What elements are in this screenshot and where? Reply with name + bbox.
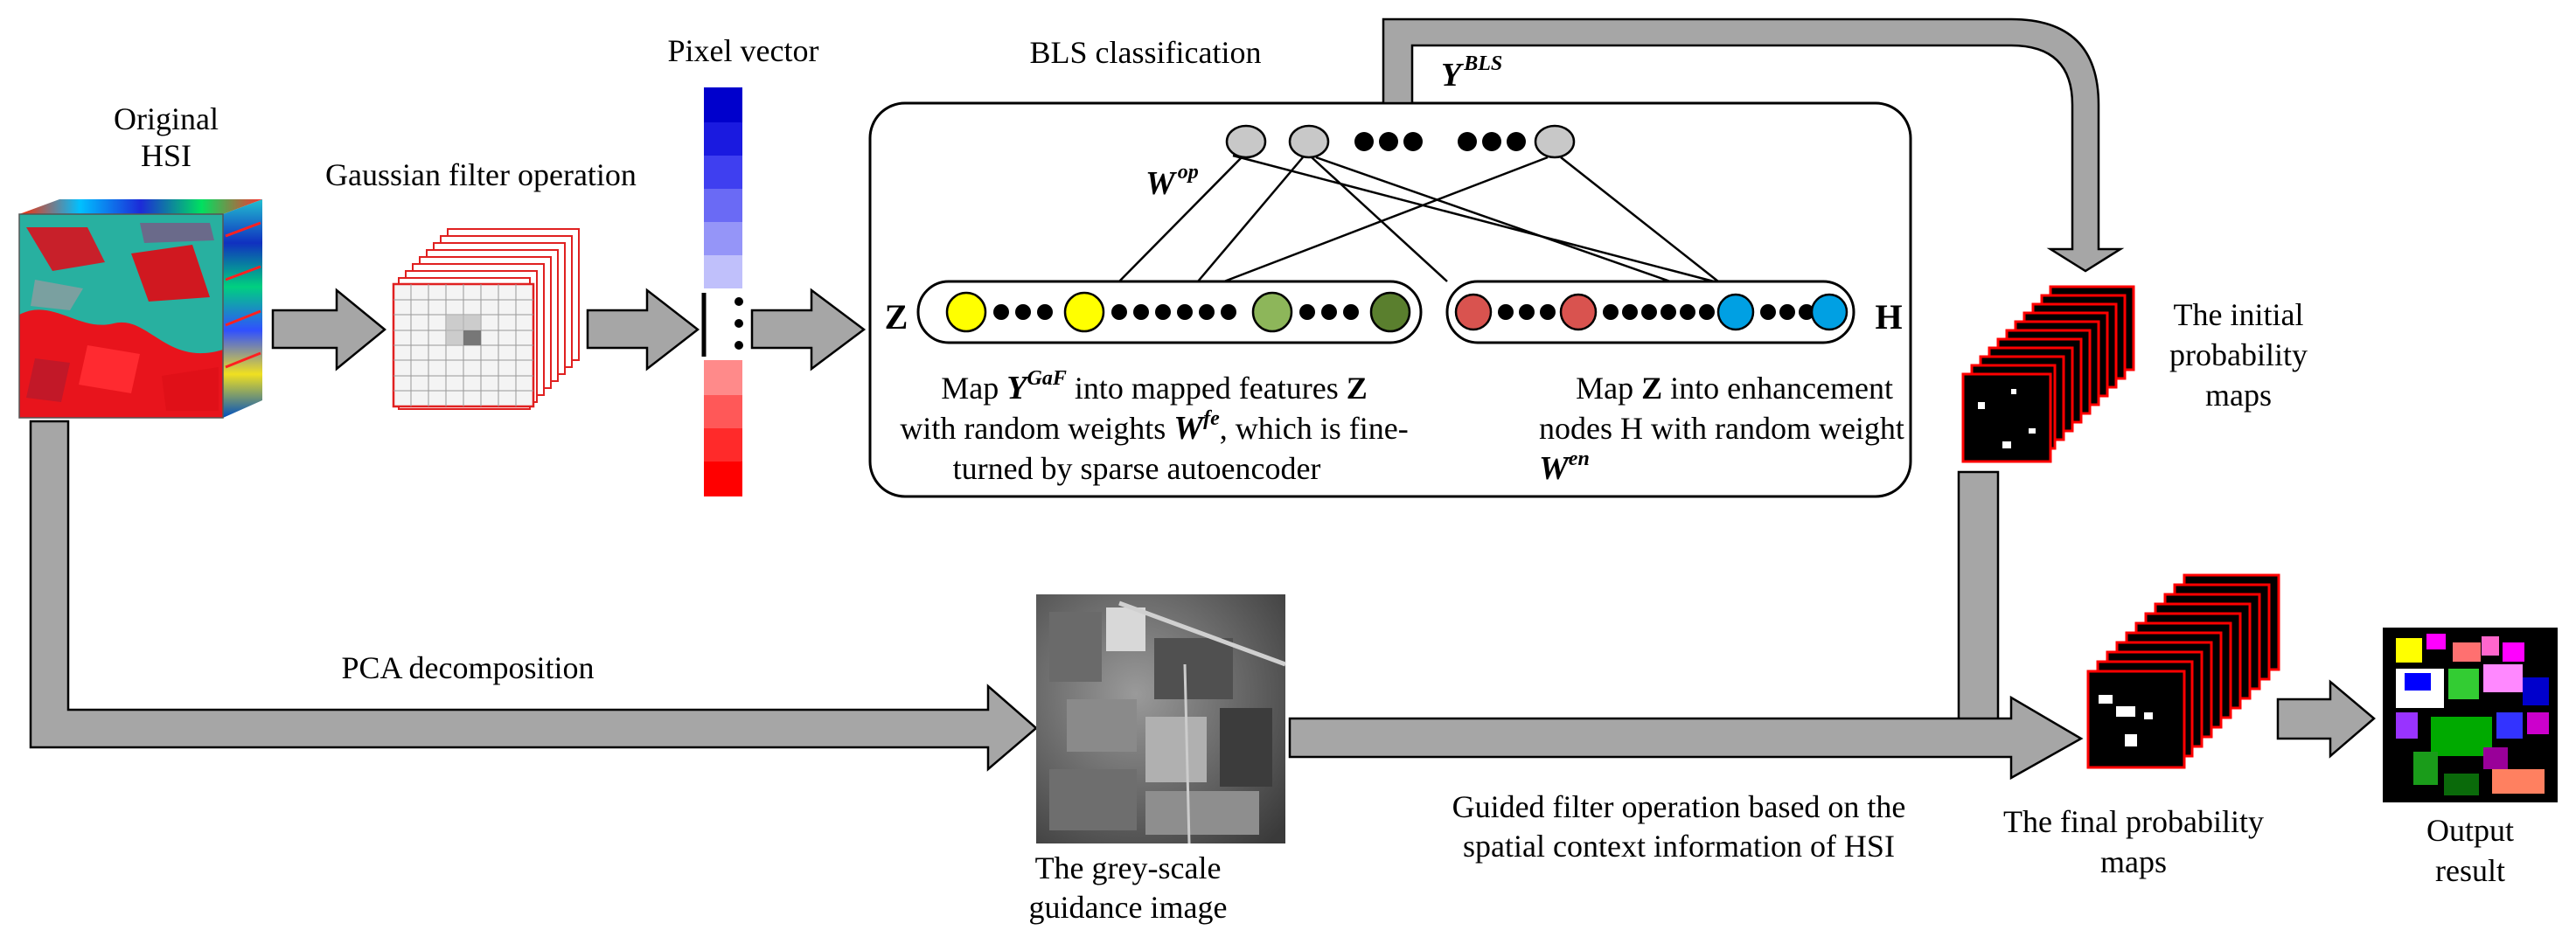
arrow-gaussian-to-vector	[586, 288, 700, 371]
grey-guide-label-2: guidance image	[1029, 890, 1228, 925]
grey-guide-label-1: The grey-scale	[1035, 850, 1222, 885]
output-label-2: result	[2435, 853, 2505, 888]
initial-prob-label-1: The initial	[2174, 297, 2304, 332]
initial-prob-label-2: probability	[2169, 337, 2308, 372]
pixel-vector-label: Pixel vector	[668, 33, 819, 68]
pca-label: PCA decomposition	[341, 650, 594, 685]
svg-text:turned by sparse autoencoder: turned by sparse autoencoder	[953, 451, 1321, 486]
h-enhancement-nodes	[1454, 293, 1848, 331]
z-feature-nodes	[945, 291, 1411, 333]
svg-text:Map YGaF into mapped features: Map YGaF into mapped features Z	[941, 367, 1367, 406]
final-prob-label-1: The final probability	[2003, 804, 2264, 839]
output-nodes	[1225, 124, 1576, 159]
arrow-hsi-to-guidance	[29, 420, 1038, 772]
output-label-1: Output	[2426, 813, 2514, 848]
z-label: Z	[885, 297, 909, 337]
arrow-guidance-to-final-maps	[1288, 695, 2084, 781]
svg-text:Wen: Wen	[1539, 448, 1590, 487]
hsi-cube-image	[18, 199, 262, 419]
initial-probability-maps	[1961, 285, 2135, 463]
initial-prob-label-3: maps	[2205, 378, 2272, 413]
original-hsi-label-2: HSI	[141, 138, 191, 173]
map-h-description: Map Z into enhancement nodes H with rand…	[1539, 371, 1904, 487]
arrow-final-to-output	[2276, 679, 2376, 759]
arrow-hsi-to-gaussian	[271, 288, 386, 371]
h-label: H	[1875, 297, 1902, 337]
initial-maps-down-pipe	[1957, 470, 2000, 723]
arrow-vector-to-bls	[750, 288, 867, 371]
guided-filter-label-1: Guided filter operation based on the	[1452, 789, 1906, 824]
bls-label: BLS classification	[1030, 35, 1262, 70]
original-hsi-label-1: Original	[114, 101, 219, 136]
svg-text:nodes H with random weight: nodes H with random weight	[1539, 411, 1904, 446]
svg-text:with random weights Wfe, which: with random weights Wfe, which is fine-	[900, 407, 1408, 447]
pixel-vector-bar	[701, 87, 743, 496]
gaussian-filter-stack	[392, 228, 580, 410]
arrow-bls-to-initial-maps	[1382, 17, 2125, 273]
guided-filter-label-2: spatial context information of HSI	[1463, 829, 1895, 864]
final-probability-maps	[2086, 573, 2280, 769]
map-z-description: Map YGaF into mapped features Z with ran…	[900, 367, 1408, 486]
grey-scale-guidance-image	[1036, 594, 1286, 844]
svg-text:Map Z into enhancement: Map Z into enhancement	[1576, 371, 1893, 406]
gaussian-filter-label: Gaussian filter operation	[325, 157, 637, 192]
final-prob-label-2: maps	[2100, 844, 2167, 879]
connection-lines	[1118, 154, 1719, 283]
output-result-image	[2383, 628, 2558, 802]
